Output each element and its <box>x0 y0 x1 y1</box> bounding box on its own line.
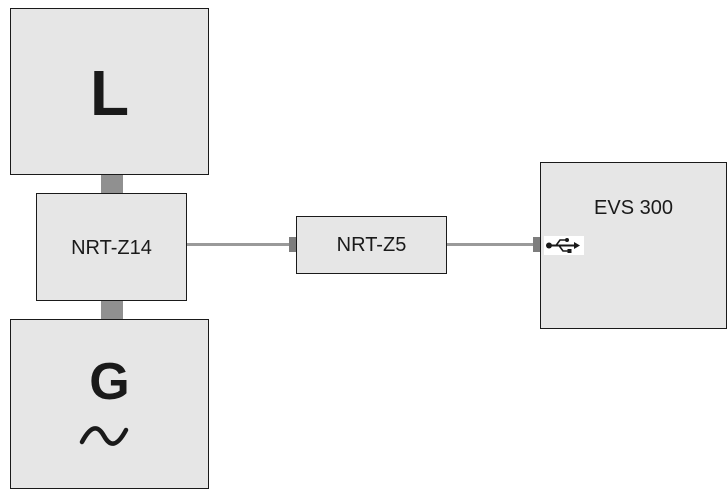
cable-z5-to-evs <box>447 243 535 246</box>
generator-label: G <box>89 353 130 411</box>
nrt-z5-box: NRT-Z5 <box>296 216 447 274</box>
load-coupler-connector <box>101 175 123 194</box>
evs300-label: EVS 300 <box>594 197 673 219</box>
evs-input-plug <box>533 237 541 252</box>
nrt-z14-label: NRT-Z14 <box>71 237 152 259</box>
cable-z14-to-z5 <box>187 243 291 246</box>
nrt-z5-label: NRT-Z5 <box>336 234 407 256</box>
load-box: L <box>10 8 209 175</box>
nrt-z14-box: NRT-Z14 <box>36 193 187 301</box>
z5-input-plug <box>289 237 297 252</box>
load-label: L <box>89 57 130 129</box>
ac-sine-symbol <box>79 426 129 446</box>
evs300-box: EVS 300 <box>540 162 727 329</box>
coupler-generator-connector <box>101 301 123 320</box>
generator-box: G <box>10 319 209 489</box>
usb-icon <box>544 236 584 255</box>
